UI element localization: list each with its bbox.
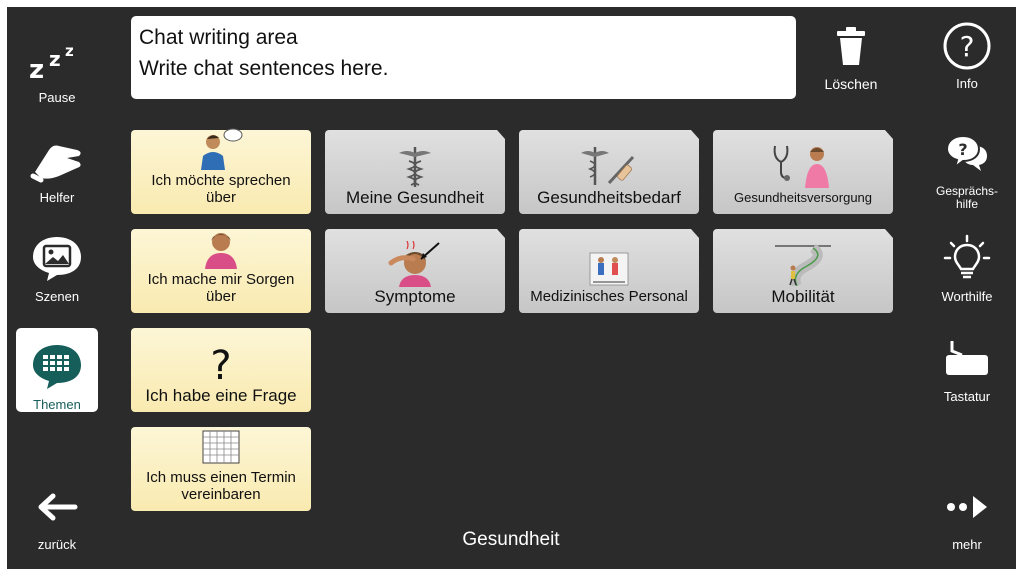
tile-label: Ich mache mir Sorgen über	[147, 271, 295, 305]
lightbulb-icon	[937, 234, 997, 284]
dots-arrow-icon	[937, 482, 997, 532]
caduceus-icon	[397, 143, 433, 187]
hand-icon	[27, 135, 87, 185]
scenes-button[interactable]: Szenen	[16, 220, 98, 304]
calendar-icon	[202, 427, 240, 467]
tile-worry-about[interactable]: Ich mache mir Sorgen über	[131, 229, 311, 313]
back-label: zurück	[37, 537, 77, 552]
conversation-help-button[interactable]: ? Gesprächs- hilfe	[926, 127, 1008, 211]
tile-label: Symptome	[374, 287, 456, 306]
delete-button[interactable]: Löschen	[810, 7, 892, 99]
tile-make-appointment[interactable]: Ich muss einen Termin vereinbaren	[131, 427, 311, 511]
tile-medical-staff[interactable]: Medizinisches Personal	[519, 229, 699, 313]
helper-label: Helfer	[39, 190, 75, 205]
tile-label: Ich möchte sprechen über	[151, 172, 291, 206]
conversation-help-label: Gesprächs- hilfe	[935, 184, 999, 211]
tile-label: Medizinisches Personal	[530, 288, 688, 305]
tile-speak-about[interactable]: Ich möchte sprechen über	[131, 128, 311, 214]
keyboard-button[interactable]: Tastatur	[926, 320, 1008, 404]
help-circle-icon: ?	[937, 21, 997, 71]
tile-my-health[interactable]: Meine Gesundheit	[325, 130, 505, 214]
svg-text:?: ?	[210, 343, 231, 385]
arrow-left-icon	[27, 482, 87, 532]
walking-road-icon	[773, 242, 833, 286]
tile-label: Gesundheitsbedarf	[537, 188, 681, 207]
page-title: Gesundheit	[462, 529, 560, 550]
tile-have-question[interactable]: ? Ich habe eine Frage	[131, 328, 311, 412]
scenes-label: Szenen	[34, 289, 80, 304]
chat-line-1: Chat writing area	[139, 26, 298, 49]
tile-health-needs[interactable]: Gesundheitsbedarf	[519, 130, 699, 214]
chat-line-2: Write chat sentences here.	[139, 57, 389, 80]
svg-text:?: ?	[958, 140, 967, 159]
svg-text:z: z	[49, 47, 61, 71]
question-mark-icon: ?	[206, 341, 236, 385]
info-button[interactable]: ? Info	[926, 7, 1008, 99]
back-button[interactable]: zurück	[16, 468, 98, 552]
tile-label: Meine Gesundheit	[346, 188, 484, 207]
medical-staff-icon	[589, 252, 629, 286]
trash-icon	[821, 21, 881, 71]
scene-image-icon	[27, 234, 87, 284]
tile-mobility[interactable]: Mobilität	[713, 229, 893, 313]
headache-icon	[387, 241, 443, 287]
tile-label: Gesundheitsversorgung	[733, 190, 873, 205]
sleep-icon: z z z	[27, 35, 87, 85]
keyboard-label: Tastatur	[943, 389, 991, 404]
pause-button[interactable]: z z z Pause	[16, 21, 98, 105]
svg-text:?: ?	[960, 30, 975, 63]
app-window: z z z Pause Helfer Szenen	[7, 7, 1016, 569]
tile-health-care[interactable]: Gesundheitsversorgung	[713, 130, 893, 214]
medical-supplies-icon	[579, 143, 639, 187]
tile-label: Mobilität	[771, 287, 835, 306]
word-help-button[interactable]: Worthilfe	[926, 220, 1008, 304]
info-label: Info	[956, 76, 978, 91]
pause-label: Pause	[38, 90, 76, 105]
more-button[interactable]: mehr	[926, 468, 1008, 552]
word-help-label: Worthilfe	[941, 289, 993, 304]
svg-text:z: z	[29, 55, 44, 82]
helper-button[interactable]: Helfer	[16, 121, 98, 205]
topics-grid-icon	[27, 342, 87, 392]
more-label: mehr	[952, 537, 982, 552]
worried-person-icon	[201, 227, 241, 269]
svg-text:z: z	[65, 42, 74, 60]
tile-label: Ich muss einen Termin vereinbaren	[146, 469, 296, 503]
person-speaking-icon	[199, 128, 243, 170]
tile-symptoms[interactable]: Symptome	[325, 229, 505, 313]
nurse-stethoscope-icon	[771, 143, 835, 188]
topics-label: Themen	[33, 397, 81, 412]
keyboard-icon	[937, 334, 997, 384]
conversation-question-icon: ?	[937, 129, 997, 179]
tile-label: Ich habe eine Frage	[145, 386, 297, 405]
delete-label: Löschen	[824, 76, 878, 92]
topics-button[interactable]: Themen	[16, 328, 98, 412]
chat-writing-area[interactable]: Chat writing area Write chat sentences h…	[131, 16, 796, 99]
